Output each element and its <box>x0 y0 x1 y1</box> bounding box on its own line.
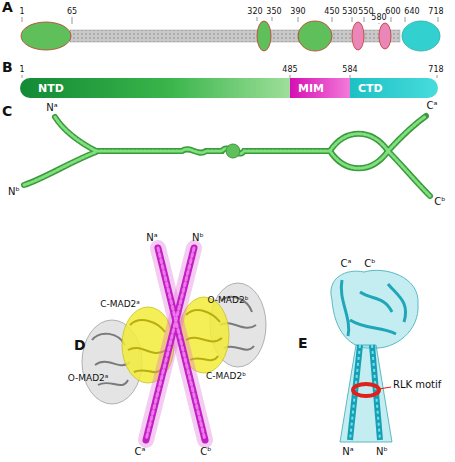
subunit-label: O-MAD2ᵃ <box>68 374 109 384</box>
residue-number: 580 <box>371 14 386 23</box>
subunit-label: C-MAD2ᵃ <box>100 300 140 310</box>
terminus-label: Nᵃ <box>46 102 57 113</box>
tick <box>272 17 273 21</box>
panel-letter: D <box>74 338 86 353</box>
subunit-label: O-MAD2ᵇ <box>207 296 248 306</box>
filament <box>96 148 330 153</box>
filament <box>388 116 426 151</box>
subunit-label: C-MAD2ᵇ <box>206 372 246 382</box>
terminus-label: Nᵇ <box>8 186 20 197</box>
panel-letter: A <box>2 0 13 15</box>
tick <box>22 17 23 22</box>
tick <box>437 75 438 78</box>
domain-ellipse <box>352 22 364 50</box>
domain-ellipse <box>298 21 332 51</box>
terminus-label: Cᵇ <box>200 446 211 457</box>
panel-letter: C <box>2 104 12 119</box>
filament <box>330 134 388 169</box>
ribbon <box>341 280 405 336</box>
filament-knot <box>226 144 240 158</box>
residue-number: 550 <box>358 8 373 17</box>
tick <box>298 17 299 22</box>
domain-block: NTD <box>20 78 290 98</box>
filament <box>388 151 430 196</box>
terminus-label: Cᵃ <box>427 100 438 111</box>
ctd-surface <box>331 270 418 348</box>
tick <box>405 17 406 22</box>
filament-model <box>24 116 430 196</box>
residue-number: 485 <box>282 66 297 75</box>
domain-name: MIM <box>298 82 324 95</box>
filament <box>24 152 96 185</box>
domain-ellipse <box>402 21 440 51</box>
tick <box>22 75 23 78</box>
filament <box>24 152 96 185</box>
terminus-label: Nᵃ <box>342 446 353 457</box>
filament <box>388 116 426 151</box>
domain-block: MIM <box>290 78 350 98</box>
tick <box>391 17 392 22</box>
residue-number: 600 <box>385 8 400 17</box>
tick <box>332 17 333 22</box>
filament <box>96 148 330 153</box>
domain-name: CTD <box>358 82 383 95</box>
filament <box>330 134 388 169</box>
tick <box>379 23 380 24</box>
motif-label: RLK motif <box>393 379 441 390</box>
tick <box>364 17 365 22</box>
mad2-complex <box>82 248 266 440</box>
residue-number: 1 <box>19 8 24 17</box>
tick <box>352 17 353 22</box>
panel-letter: E <box>298 336 308 351</box>
terminus-label: Cᵇ <box>434 196 445 207</box>
residue-number: 718 <box>428 66 443 75</box>
domain-block: CTD <box>350 78 438 98</box>
terminus-label: Nᵇ <box>192 232 204 243</box>
residue-number: 1 <box>19 66 24 75</box>
ctd-surface <box>340 345 392 442</box>
helix-turns <box>158 248 205 440</box>
terminus-label: Nᵃ <box>146 232 157 243</box>
tick <box>438 17 439 22</box>
disordered-bar <box>70 30 400 42</box>
residue-number: 65 <box>67 8 77 17</box>
filament <box>388 151 430 196</box>
panel-letter: B <box>2 60 13 75</box>
tick <box>257 17 258 21</box>
ctd-ribbon <box>341 280 405 336</box>
residue-number: 450 <box>324 8 339 17</box>
helix <box>158 248 205 440</box>
filament-beads <box>24 116 430 196</box>
domain-name: NTD <box>38 82 64 95</box>
residue-number: 530 <box>342 8 357 17</box>
filament <box>55 117 96 151</box>
domain-ellipse <box>257 21 271 51</box>
residue-number: 390 <box>290 8 305 17</box>
tick <box>72 17 73 24</box>
filament <box>55 117 96 151</box>
residue-number: 718 <box>428 8 443 17</box>
residue-number: 584 <box>342 66 357 75</box>
terminus-label: Cᵇ <box>364 258 375 269</box>
terminus-label: Nᵇ <box>376 446 388 457</box>
leader-line <box>379 387 391 389</box>
helix <box>146 248 194 440</box>
coiled-coil <box>146 248 205 440</box>
residue-number: 320 <box>247 8 262 17</box>
domain-ellipse <box>379 23 391 49</box>
filament-outline <box>24 116 430 196</box>
rlk-motif-ring <box>353 384 379 396</box>
ctd-dimer <box>331 270 418 442</box>
terminus-label: Cᵃ <box>135 446 146 457</box>
residue-number: 350 <box>266 8 281 17</box>
terminus-label: Cᵃ <box>341 258 352 269</box>
helix-turns <box>146 248 194 440</box>
domain-ellipse <box>21 22 71 50</box>
residue-number: 640 <box>404 8 419 17</box>
helix-surface <box>146 248 194 440</box>
